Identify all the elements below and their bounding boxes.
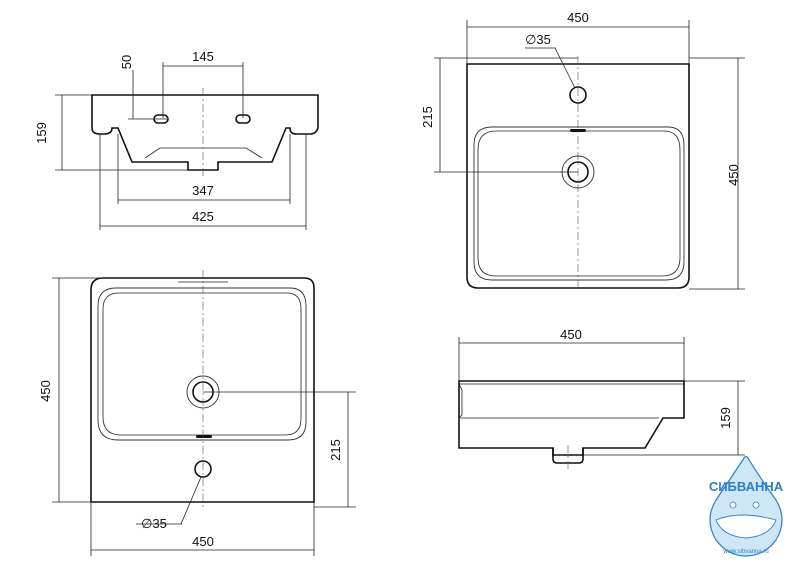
dim-lower-diameter: ∅35 <box>141 516 167 531</box>
dim-front-347: 347 <box>192 183 214 198</box>
side-view: 450 159 <box>458 327 745 470</box>
lower-inner-bowl <box>97 287 307 441</box>
logo-url: www.sibvanna.ru <box>722 549 768 555</box>
dim-front-50: 50 <box>119 55 134 69</box>
lower-overflow-slot <box>196 435 212 438</box>
dim-lower-450-depth: 450 <box>38 380 53 402</box>
bathtub-icon <box>715 514 777 539</box>
top-view-lower: 450 215 ∅35 450 <box>38 270 356 556</box>
lower-tap-hole <box>194 460 212 478</box>
dim-upper-450-depth: 450 <box>726 164 741 186</box>
lower-basin-outline <box>90 277 315 503</box>
upper-diameter-leader <box>554 47 576 89</box>
dim-front-145: 145 <box>192 49 214 64</box>
sibvanna-logo: СИБВАННА www.sibvanna.ru <box>709 455 784 557</box>
dim-front-425: 425 <box>192 209 214 224</box>
front-basin-outline <box>91 94 319 171</box>
dim-upper-diameter: ∅35 <box>525 32 551 47</box>
dim-upper-215: 215 <box>420 106 435 128</box>
dim-front-159: 159 <box>34 122 49 144</box>
lower-diameter-leader <box>180 476 202 525</box>
dim-lower-450-width: 450 <box>192 534 214 549</box>
upper-overflow-slot <box>570 129 586 132</box>
front-view: 145 50 159 347 425 <box>34 49 319 230</box>
upper-tap-hole <box>569 86 587 104</box>
dim-upper-450-width: 450 <box>567 10 589 25</box>
upper-inner-bowl <box>473 126 685 281</box>
dim-lower-215: 215 <box>328 439 343 461</box>
top-view-upper: 450 ∅35 215 450 <box>420 10 745 290</box>
front-inner-bowl-line <box>144 147 263 159</box>
water-drop-icon <box>709 455 783 557</box>
upper-basin-outline <box>466 63 690 289</box>
dim-side-450-width: 450 <box>560 327 582 342</box>
logo-brand: СИБВАННА <box>709 479 784 494</box>
dim-side-159: 159 <box>718 407 733 429</box>
